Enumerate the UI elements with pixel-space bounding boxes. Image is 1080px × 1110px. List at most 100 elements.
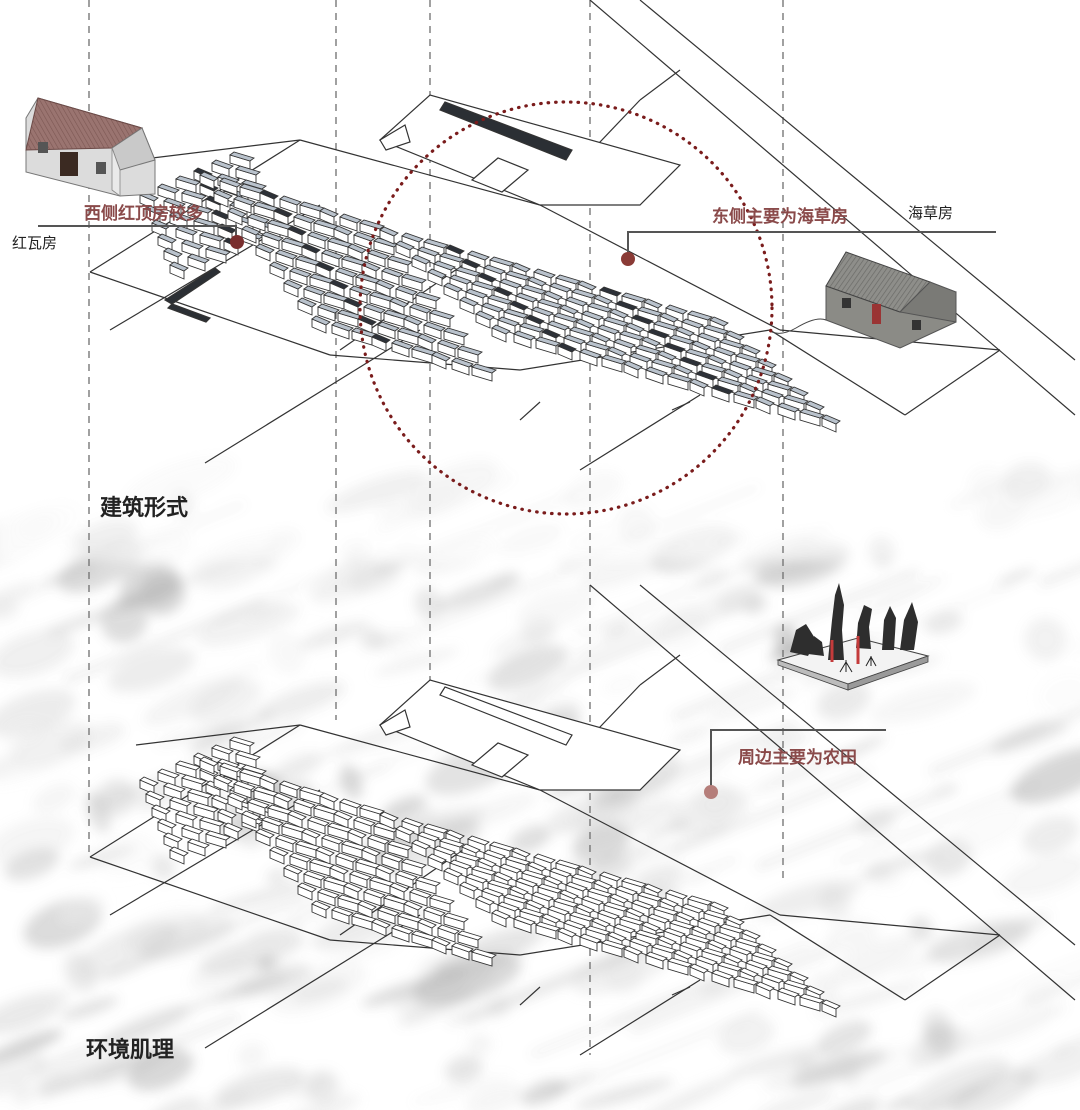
house-block [375,279,395,298]
aerial-texture-patch [636,1074,740,1110]
road-edge [89,856,331,941]
aerial-field-strip [717,567,920,655]
aerial-texture-patch [517,588,594,630]
house-block [273,792,293,811]
aerial-field-strip [629,946,833,1033]
house-block [821,999,841,1018]
aerial-texture-patch [0,728,81,784]
farmland-landscape-icon [776,583,930,691]
aerial-field-strip [668,769,872,856]
house-block [629,937,652,956]
aerial-texture-patch [467,1033,492,1056]
aerial-field-strip [37,1013,241,1100]
farmland-marker [704,785,718,799]
aerial-texture-patch [487,645,569,691]
aerial-texture-patch [0,629,75,678]
aerial-texture-patch [0,995,61,1034]
house-block [563,334,586,353]
house-block [205,830,231,849]
house-block [395,825,415,844]
aerial-texture-patch [276,1094,360,1110]
aerial-texture-patch [256,681,346,721]
house-block [247,213,270,232]
house-block [409,888,432,907]
house-block [777,402,800,421]
house-block [417,246,440,265]
section-title-building-form: 建筑形式 [100,495,189,521]
house-block [579,933,602,952]
road-edge [589,584,1076,1001]
aerial-texture-patch [60,997,120,1021]
aerial-field-strip [530,972,732,1058]
house-block [475,895,495,914]
house-block [323,291,349,310]
aerial-texture-patch [373,648,460,676]
house-block [475,310,495,329]
house-block [145,790,165,809]
house-block [631,314,654,333]
house-block [307,231,330,250]
house-block [317,303,340,322]
house-block [317,888,340,907]
long-building [439,686,573,746]
house-block [395,870,418,889]
house-block [349,870,372,889]
aerial-texture-patch [818,1047,908,1083]
house-block [311,315,331,334]
house-block [293,213,316,232]
aerial-texture-patch [870,682,977,724]
west-marker [230,235,244,249]
house-block [219,177,242,196]
house-block [311,900,331,919]
house-block [697,332,720,351]
road-edge [639,69,681,101]
house-block [717,376,743,395]
aerial-texture-patch [444,1055,483,1084]
aerial-texture-patch [570,947,669,995]
aerial-texture-patch [63,951,97,993]
aerial-field-strip [1022,977,1080,1006]
aerial-field-strip [51,553,254,638]
house-block [417,918,437,937]
aerial-field-strip [574,574,776,659]
house-block [371,333,391,352]
house-block [713,931,736,950]
house-block [397,327,423,346]
road-edge [779,914,1001,936]
aerial-field-strip [1038,563,1080,588]
house-block [293,798,316,817]
aerial-texture-patch [107,647,195,693]
house-block [491,909,511,928]
aerial-texture-patch [214,974,291,1002]
seaweed-house-icon [771,251,957,349]
house-block [359,219,385,238]
annotation-east-seaweed-houses: 东侧主要为海草房 [712,207,848,227]
house-block [459,881,479,900]
house-block [301,828,321,847]
house-block [429,894,455,913]
house-block [331,321,354,340]
house-block [417,333,437,352]
house-block [223,822,243,841]
aerial-field-strip [837,780,1039,865]
house-block [777,987,800,1006]
house-block [321,834,344,853]
house-block [353,816,376,835]
house-block [233,780,256,799]
house-block [353,231,376,250]
house-block [349,285,372,304]
house-block [799,993,825,1012]
house-block [467,835,490,854]
house-block [205,245,231,264]
house-block [279,195,302,214]
road-edge [539,204,781,331]
facility-block [378,679,682,791]
house-block [513,915,536,934]
house-block [799,408,825,427]
aerial-texture-patch [816,681,871,720]
house-block [579,348,602,367]
aerial-texture-patch [949,1068,1037,1110]
house-block [623,360,643,379]
aerial-texture-patch [1010,747,1080,804]
